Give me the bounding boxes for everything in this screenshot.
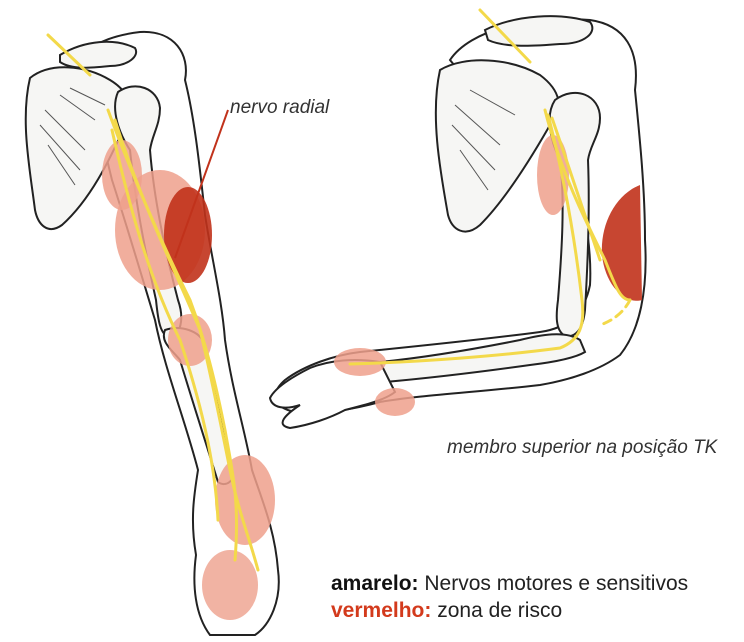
legend-row-yellow: amarelo: Nervos motores e sensitivos (331, 570, 688, 597)
legend-red-desc: zona de risco (437, 599, 562, 622)
left-risk-zone-hand (202, 550, 258, 620)
legend-row-red: vermelho: zona de risco (331, 597, 688, 624)
right-risk-zone-forearm (375, 388, 415, 416)
left-risk-zone-radial-groove (164, 187, 212, 283)
left-clavicle (60, 42, 136, 68)
nerve-label: nervo radial (230, 97, 329, 119)
right-arm-tk (270, 10, 646, 428)
legend-yellow-key: amarelo: (331, 572, 419, 595)
legend: amarelo: Nervos motores e sensitivos ver… (331, 570, 688, 624)
right-scapula (436, 60, 559, 231)
posture-label: membro superior na posição TK (447, 437, 717, 459)
left-arm-hanging (26, 32, 279, 635)
legend-red-key: vermelho: (331, 599, 431, 622)
legend-yellow-desc: Nervos motores e sensitivos (424, 572, 688, 595)
right-risk-zone-upper-arm (537, 135, 569, 215)
